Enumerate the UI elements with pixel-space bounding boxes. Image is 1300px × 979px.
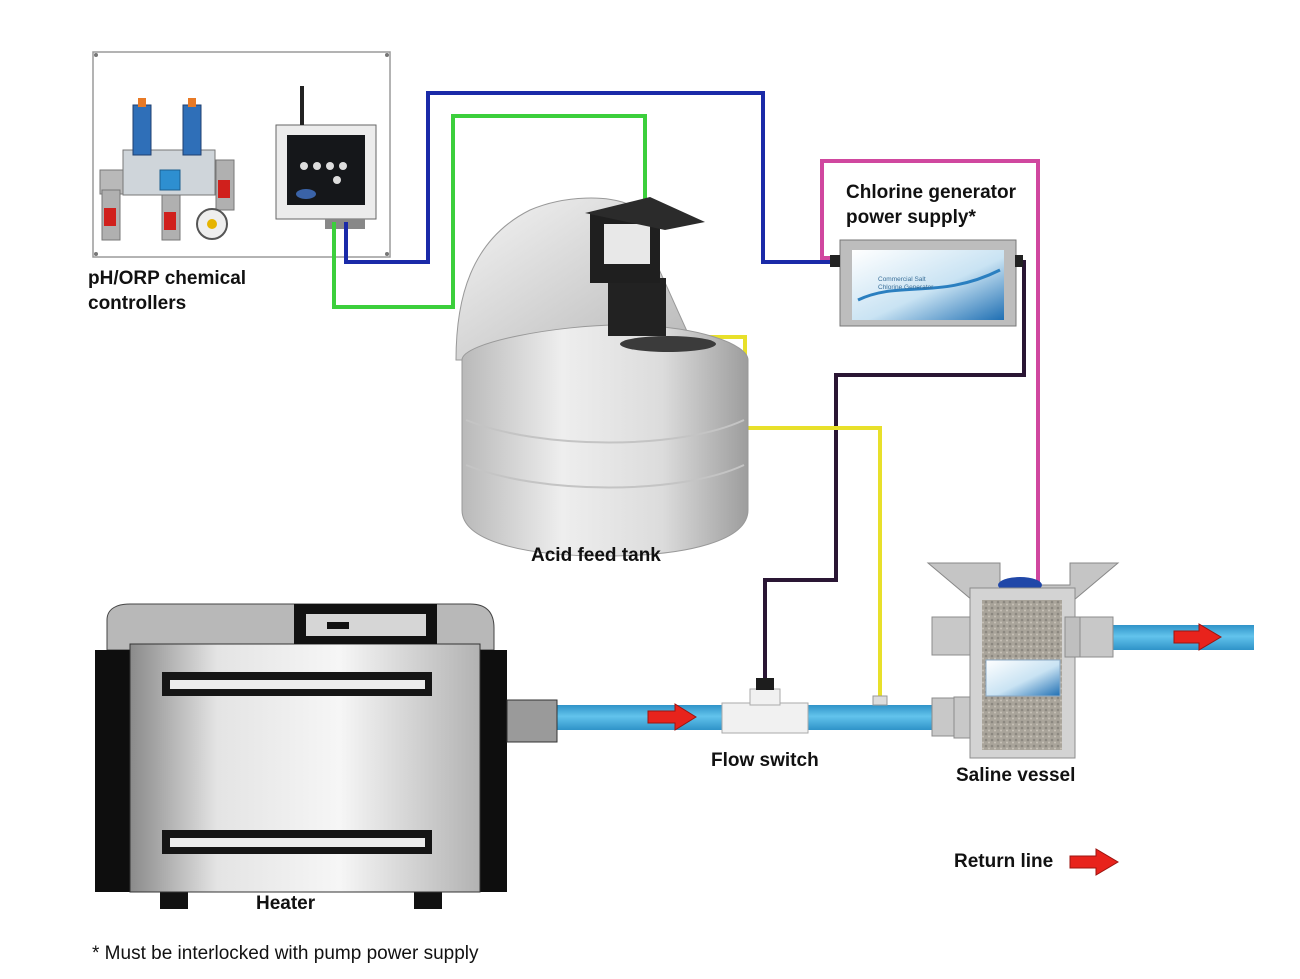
chlorine-generator-label-line1: Chlorine generator [846,182,1016,203]
injection-fitting [872,695,888,706]
generator-brand-line1: Commercial Salt [878,276,926,283]
return-line-label: Return line [954,851,1054,872]
heater-label: Heater [256,893,316,914]
heater [95,603,558,909]
flow-arrow-2 [1173,623,1222,651]
chlorine-generator-power-supply: Commercial Salt Chlorine Generator [830,239,1023,327]
flow-arrow-1 [647,703,697,731]
controllers-label-line1: pH/ORP chemical [88,268,247,289]
pipe-segment-middle [808,705,932,730]
saline-vessel [926,562,1120,759]
chlorine-generator-label-line2: power supply* [846,207,976,228]
acid-feed-tank [455,197,749,557]
acid-feed-tank-label: Acid feed tank [531,545,661,566]
controller-unit [275,86,377,229]
footnote: * Must be interlocked with pump power su… [92,943,479,964]
controllers-label-line2: controllers [88,293,187,314]
flow-switch [721,678,809,734]
pipe-fitting-inlet [931,697,955,737]
wire-dark [763,260,1026,680]
wire-green [332,114,647,309]
wire-blue [344,91,840,264]
generator-brand-line2: Chlorine Generator [878,284,934,291]
pipe-segment-heater [556,705,722,730]
wire-magenta [820,159,1040,585]
probe-manifold [99,98,235,241]
saline-vessel-label: Saline vessel [956,765,1076,786]
return-line-arrow [1069,848,1119,876]
flow-switch-label: Flow switch [711,750,819,771]
